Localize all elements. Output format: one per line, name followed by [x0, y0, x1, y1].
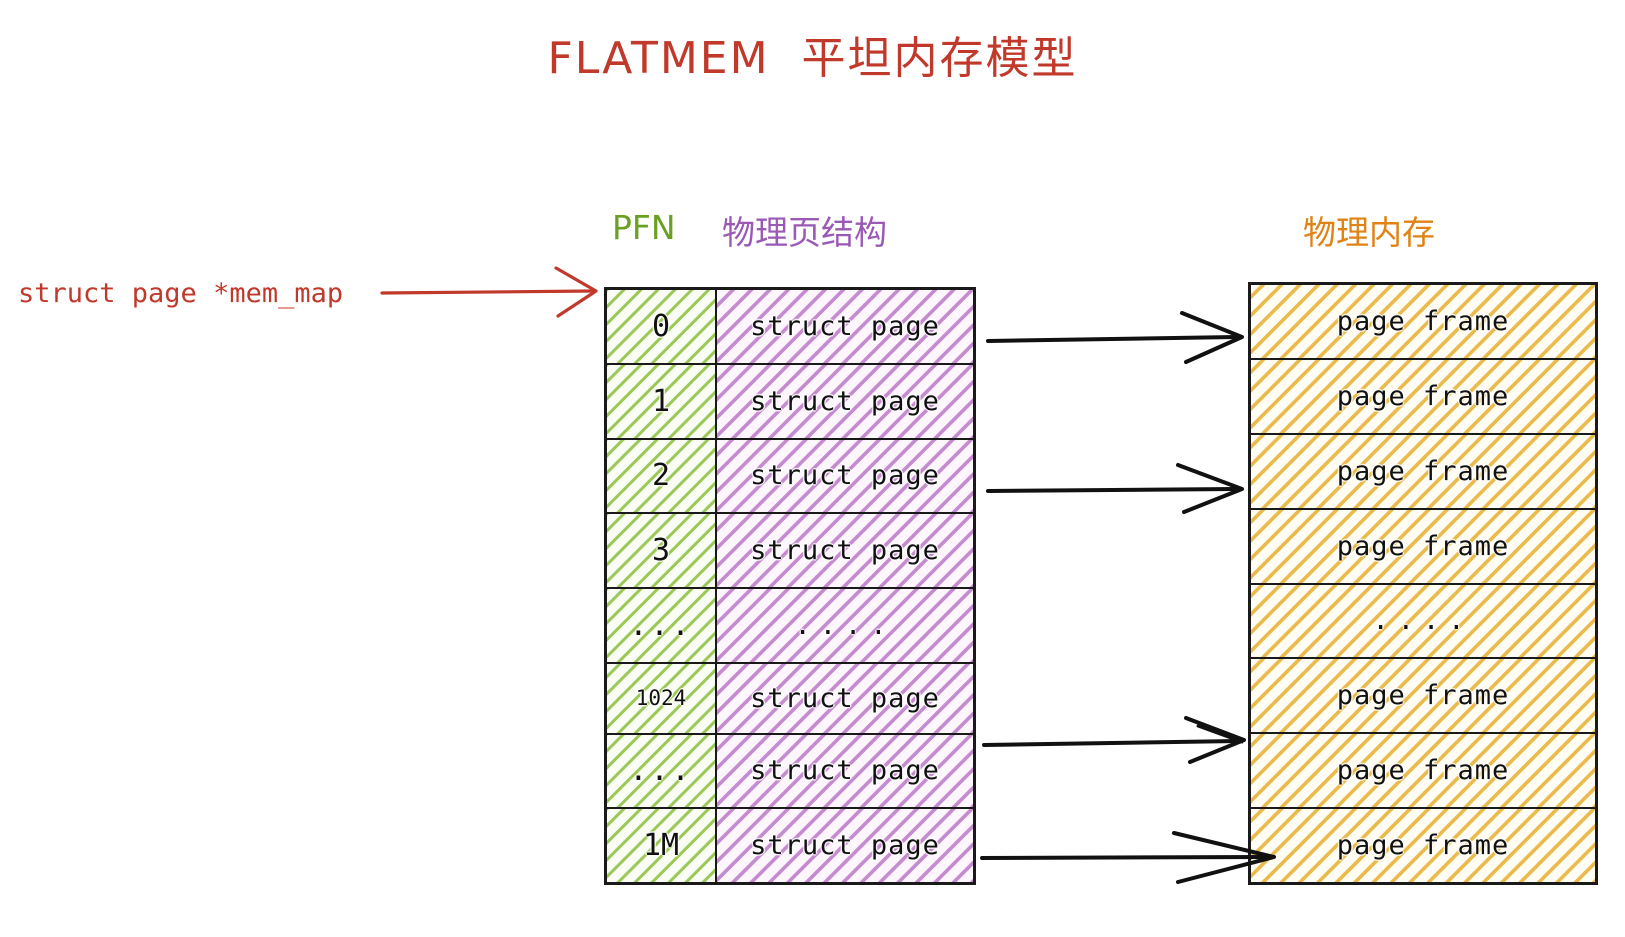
struct-page-label: struct page	[750, 385, 940, 417]
struct-page-cell-ellipsis: ....	[717, 589, 973, 662]
table-row: page frame	[1251, 285, 1595, 360]
pfn-value: 1M	[642, 828, 680, 864]
page-frame-cell: page frame	[1251, 509, 1595, 583]
page-title: FLATMEM 平坦内存模型	[547, 33, 1078, 84]
table-row: page frame	[1251, 734, 1595, 810]
table-row: ... ....	[607, 589, 973, 664]
table-row: 3 struct page	[607, 514, 973, 589]
struct-page-cell: struct page	[717, 514, 973, 587]
struct-page-label: struct page	[750, 535, 940, 567]
struct-page-cell: struct page	[717, 290, 973, 363]
page-frame-label: page frame	[1336, 530, 1510, 562]
page-frame-cell: page frame	[1251, 809, 1595, 882]
pfn-cell-ellipsis: ...	[607, 734, 717, 808]
table-row: ....	[1251, 584, 1595, 660]
page-frame-label: page frame	[1336, 755, 1510, 787]
struct-page-cell: struct page	[717, 364, 973, 438]
page-frame-cell: page frame	[1251, 659, 1595, 733]
connector-arrow-icon	[986, 311, 1244, 364]
physical-memory-table: page frame page frame page frame page fr…	[1248, 282, 1598, 885]
connector-arrow-icon	[986, 463, 1244, 514]
struct-page-label: ....	[794, 609, 896, 641]
connector-arrow-icon	[980, 831, 1276, 884]
pfn-value: 1024	[635, 686, 687, 711]
table-row: page frame	[1251, 359, 1595, 435]
page-frame-label: page frame	[1336, 305, 1510, 337]
mem-map-table: 0 struct page 1 struct page 2 struct pag…	[604, 287, 976, 885]
pfn-cell: 3	[607, 514, 717, 587]
table-row: 1 struct page	[607, 364, 973, 440]
connector-arrow-icon	[982, 716, 1246, 764]
struct-page-cell: struct page	[717, 663, 973, 733]
pfn-column-header: PFN	[612, 208, 676, 247]
pfn-cell: 1M	[607, 809, 717, 882]
table-row: 2 struct page	[607, 439, 973, 515]
table-row: page frame	[1251, 659, 1595, 735]
page-frame-cell: page frame	[1251, 734, 1595, 808]
pfn-cell-ellipsis: ...	[607, 589, 717, 662]
table-row: page frame	[1251, 434, 1595, 510]
page-frame-label: page frame	[1336, 830, 1510, 862]
mem-map-pointer-arrow-icon	[380, 266, 598, 318]
table-row: 1024 struct page	[607, 663, 973, 735]
mem-map-pointer-label: struct page *mem_map	[18, 278, 344, 309]
page-frame-label: ....	[1372, 605, 1474, 637]
table-row: page frame	[1251, 509, 1595, 585]
struct-page-label: struct page	[750, 310, 940, 342]
table-row: 0 struct page	[607, 290, 973, 365]
page-frame-cell: page frame	[1251, 285, 1595, 358]
struct-page-label: struct page	[750, 830, 940, 862]
pfn-cell: 1	[607, 364, 717, 438]
page-frame-label: page frame	[1336, 380, 1510, 412]
table-row: page frame	[1251, 809, 1595, 882]
struct-page-label: struct page	[750, 460, 940, 492]
page-frame-cell: page frame	[1251, 434, 1595, 508]
pfn-value: ...	[629, 753, 693, 789]
page-frame-label: page frame	[1336, 680, 1510, 712]
struct-page-cell: struct page	[717, 809, 973, 882]
page-frame-cell-ellipsis: ....	[1251, 584, 1595, 658]
pfn-value: ...	[629, 607, 693, 643]
pfn-value: 3	[651, 533, 671, 569]
struct-page-label: struct page	[750, 682, 940, 714]
physical-memory-column-header: 物理内存	[1303, 213, 1435, 252]
page-frame-cell: page frame	[1251, 359, 1595, 433]
pfn-cell: 2	[607, 439, 717, 513]
pfn-value: 1	[651, 383, 671, 419]
pfn-value: 2	[651, 458, 671, 494]
struct-page-cell: struct page	[717, 734, 973, 808]
page-frame-label: page frame	[1336, 455, 1510, 487]
struct-page-cell: struct page	[717, 439, 973, 513]
pfn-cell: 1024	[607, 663, 717, 733]
page-struct-column-header: 物理页结构	[722, 213, 887, 252]
pfn-value: 0	[651, 308, 671, 344]
struct-page-label: struct page	[750, 755, 940, 787]
table-row: 1M struct page	[607, 809, 973, 882]
table-row: ... struct page	[607, 734, 973, 810]
pfn-cell: 0	[607, 290, 717, 363]
